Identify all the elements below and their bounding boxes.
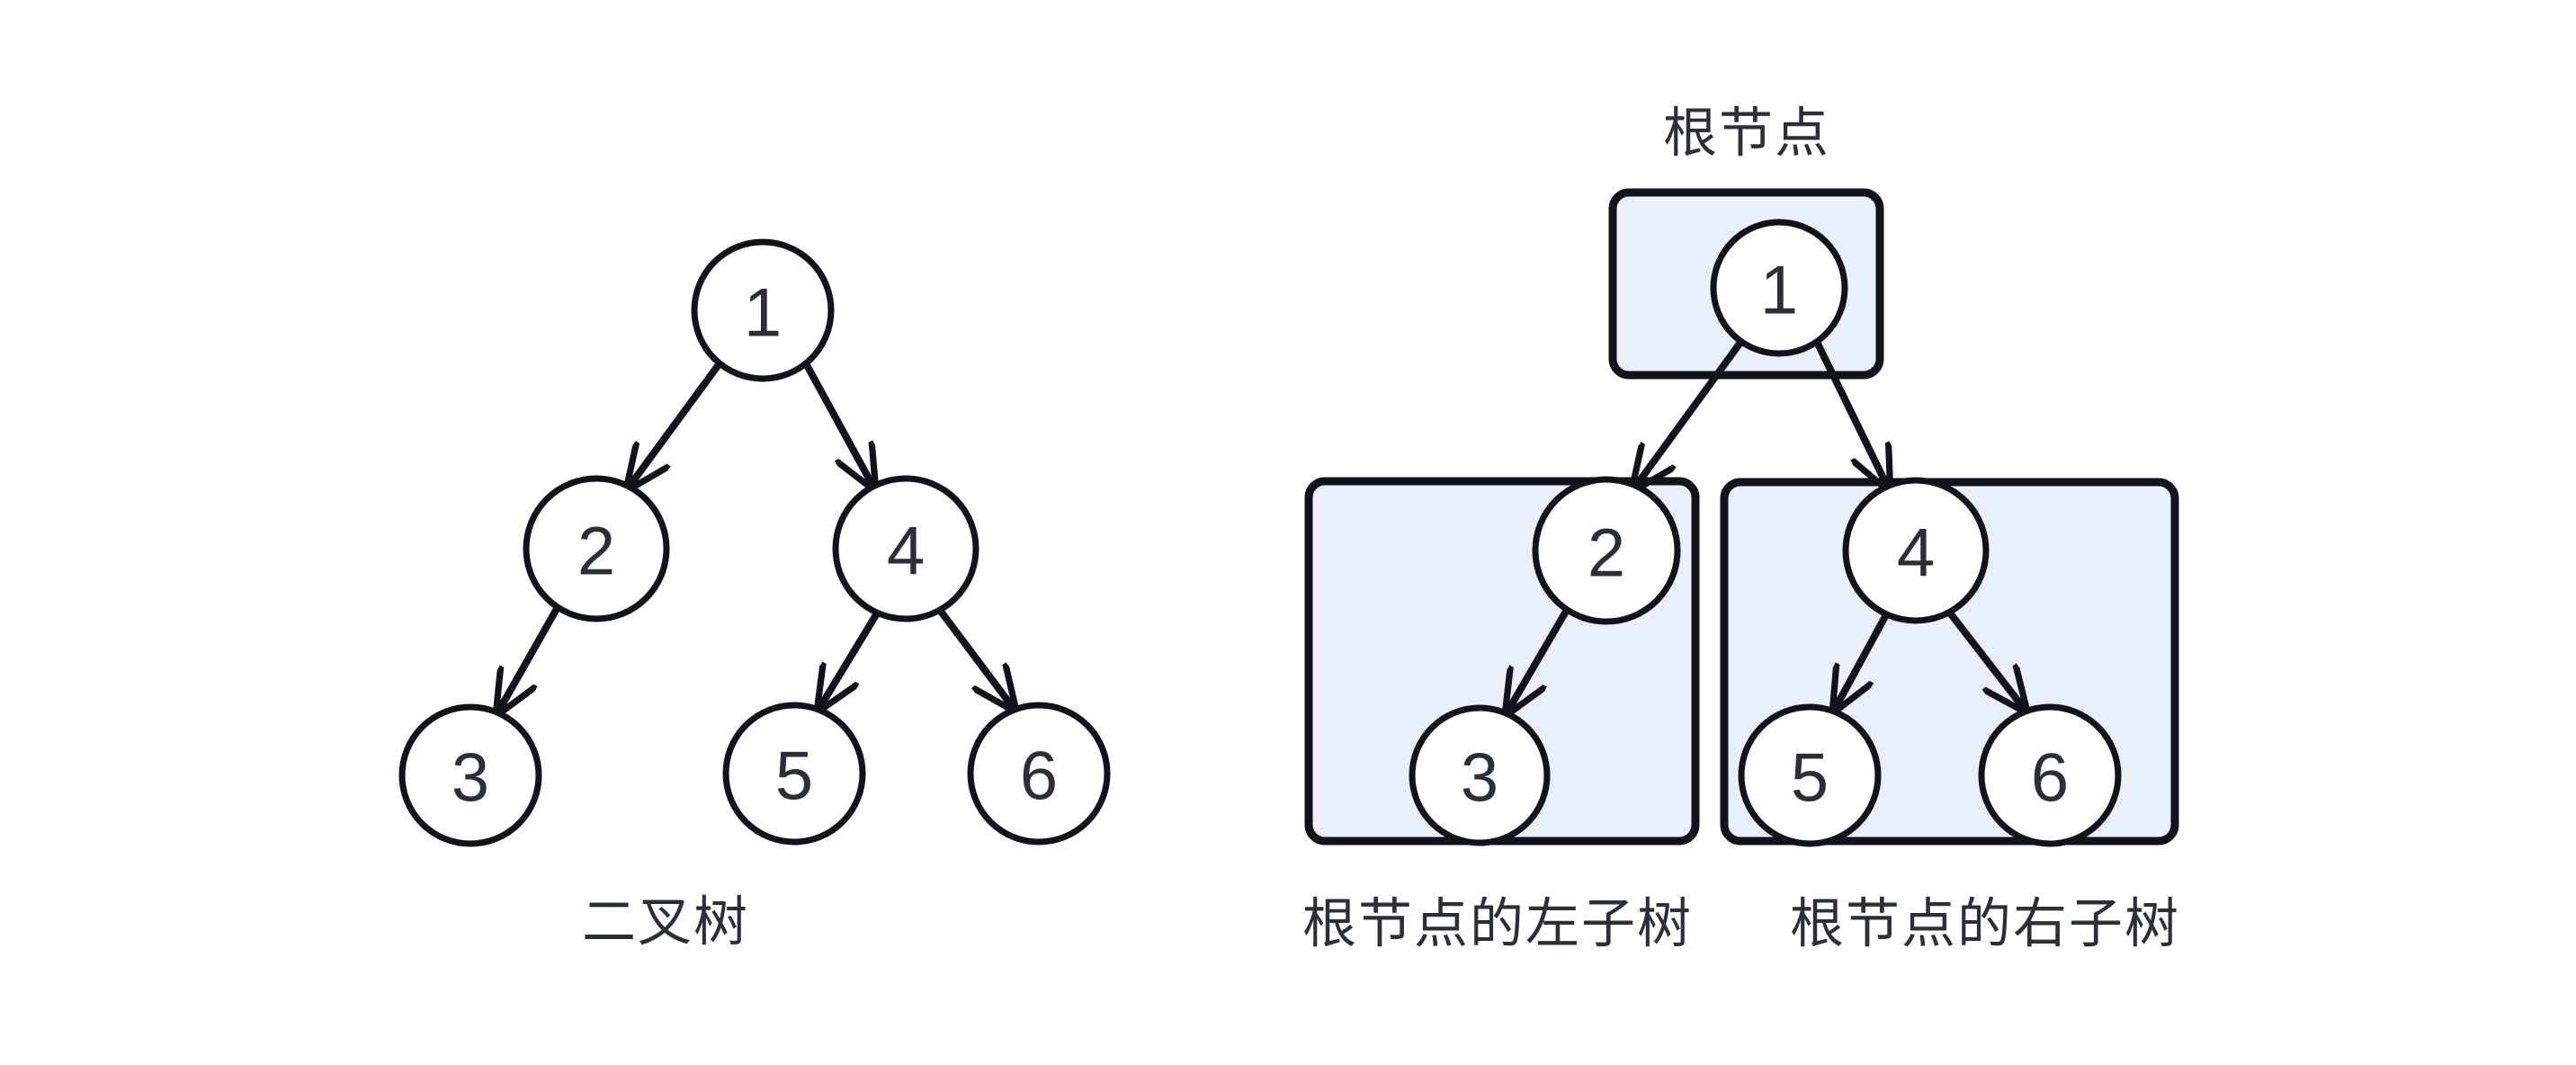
edge-root-to-right (1812, 336, 1889, 489)
subtree-node-3[interactable]: 3 (1409, 704, 1551, 846)
panel-decomposed-tree: 1 2 4 3 5 6 根节点 根节点的 (1302, 103, 2180, 954)
caption-left-subtree: 根节点的左子树 (1302, 894, 1693, 954)
node-label-3: 3 (452, 740, 489, 817)
node-circle-sub-2 (1532, 476, 1681, 625)
node-2[interactable]: 2 (523, 475, 670, 622)
node-circle-root-1 (1710, 219, 1848, 357)
node-label-6: 6 (1020, 738, 1058, 815)
edge-right-4-to-5 (1834, 606, 1892, 711)
node-circle-4 (832, 475, 979, 622)
edge-4-to-6 (933, 602, 1015, 710)
node-label-5: 5 (775, 738, 813, 815)
node-circle-sub-3 (1409, 704, 1551, 846)
node-5[interactable]: 5 (722, 702, 866, 846)
node-3[interactable]: 3 (398, 703, 542, 847)
edge-2-to-3 (497, 604, 561, 713)
node-label-sub-3: 3 (1461, 740, 1498, 817)
root-node-1[interactable]: 1 (1710, 219, 1848, 357)
node-label-sub-6: 6 (2031, 740, 2069, 817)
edge-right-4-to-6 (1942, 604, 2026, 711)
node-circle-sub-4 (1842, 477, 1990, 624)
node-circle-2 (523, 475, 670, 622)
node-circle-6 (967, 702, 1111, 846)
edge-root-to-left (1633, 336, 1746, 489)
edge-4-to-5 (818, 605, 883, 710)
node-label-sub-4: 4 (1897, 515, 1935, 592)
node-1[interactable]: 1 (691, 238, 835, 382)
subtree-node-2[interactable]: 2 (1532, 476, 1681, 625)
subtree-node-4[interactable]: 4 (1842, 477, 1990, 624)
edge-group-plain (497, 360, 1015, 713)
node-circle-1 (691, 238, 835, 382)
edge-1-to-2 (628, 360, 723, 488)
panel-plain-tree: 1 2 4 3 5 6 二叉树 (398, 238, 1111, 953)
edge-left-2-to-3 (1507, 606, 1570, 713)
caption-right-subtree: 根节点的右子树 (1790, 894, 2180, 954)
node-circle-5 (722, 702, 866, 846)
node-6[interactable]: 6 (967, 702, 1111, 846)
subtree-node-6[interactable]: 6 (1978, 703, 2122, 847)
node-circle-sub-6 (1978, 703, 2122, 847)
subtree-node-5[interactable]: 5 (1738, 703, 1882, 847)
node-label-sub-5: 5 (1791, 740, 1829, 817)
edge-1-to-4 (802, 360, 874, 488)
node-label-1: 1 (744, 275, 782, 352)
node-4[interactable]: 4 (832, 475, 979, 622)
caption-root-node: 根节点 (1663, 103, 1830, 164)
node-circle-3 (398, 703, 542, 847)
node-label-sub-2: 2 (1588, 515, 1625, 592)
node-circle-sub-5 (1738, 703, 1882, 847)
node-label-4: 4 (887, 514, 925, 590)
caption-binary-tree: 二叉树 (582, 892, 749, 953)
edge-group-decomposed (1507, 336, 2026, 713)
node-label-root-1: 1 (1760, 253, 1798, 329)
node-label-2: 2 (577, 514, 615, 590)
